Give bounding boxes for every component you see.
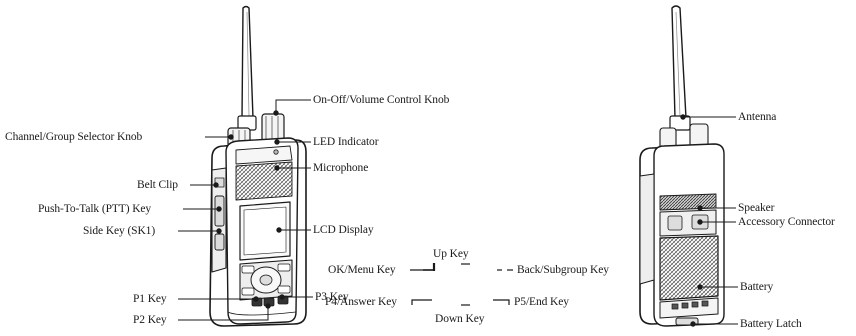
- front-grille: [235, 161, 293, 201]
- back-antenna: [671, 5, 687, 119]
- label-led-indicator: LED Indicator: [313, 136, 379, 148]
- label-accessory-connector: Accessory Connector: [738, 216, 835, 228]
- label-p5-end-key: P5/End Key: [514, 296, 569, 308]
- label-battery: Battery: [740, 281, 774, 293]
- label-p1-key: P1 Key: [133, 293, 167, 305]
- label-side-key: Side Key (SK1): [83, 225, 156, 237]
- label-on-off-volume-knob: On-Off/Volume Control Knob: [313, 94, 450, 106]
- label-back-subgroup-key: Back/Subgroup Key: [517, 264, 609, 276]
- label-channel-group-selector: Channel/Group Selector Knob: [5, 131, 143, 143]
- back-radio: [639, 5, 725, 327]
- label-p2-key: P2 Key: [133, 314, 167, 326]
- label-p4-answer-key: P4/Answer Key: [325, 296, 397, 308]
- label-ok-menu-key: OK/Menu Key: [328, 264, 396, 276]
- front-leader-lines: [178, 99, 313, 321]
- label-speaker: Speaker: [738, 202, 775, 214]
- label-battery-latch: Battery Latch: [740, 318, 802, 330]
- label-up-key: Up Key: [433, 248, 469, 260]
- front-antenna: [241, 5, 254, 119]
- label-belt-clip: Belt Clip: [137, 179, 178, 191]
- label-down-key: Down Key: [435, 313, 485, 325]
- label-ptt-key: Push-To-Talk (PTT) Key: [38, 203, 152, 215]
- front-radio: [209, 5, 307, 327]
- label-lcd-display: LCD Display: [313, 224, 374, 236]
- back-battery: [659, 235, 719, 301]
- label-p3-key: P3 Key: [315, 291, 349, 303]
- back-leader-lines: [680, 114, 738, 327]
- label-antenna: Antenna: [738, 111, 777, 123]
- label-microphone: Microphone: [313, 162, 369, 174]
- key-legend-lines: [410, 263, 513, 306]
